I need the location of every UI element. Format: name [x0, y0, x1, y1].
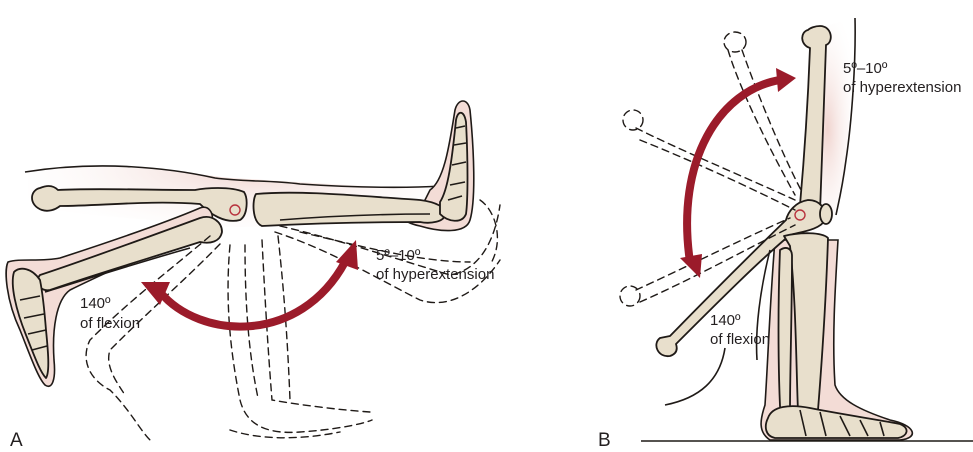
panel-b-knee-axis [794, 209, 806, 221]
panel-b-fibula [777, 247, 793, 413]
panel-a-extended-foot-bones [439, 111, 469, 222]
panel-b-foot-bone-detail [799, 409, 885, 437]
panel-a-thigh-skin-line [24, 165, 441, 189]
panel-b: 5º–10º of hyperextension 140º of flexion… [598, 17, 973, 451]
panel-a-flexed-fibula [44, 247, 191, 293]
panel-b-arrowhead-flexion [680, 254, 702, 278]
panel-a-flexed-tibia [36, 216, 223, 292]
panel-a-flexion-degrees: 140º [80, 295, 111, 312]
panel-b-hyperextension-text: of hyperextension [843, 79, 961, 96]
panel-a: 5º–10º of hyperextension 140º of flexion… [5, 100, 501, 451]
panel-a-foot-bone-detail [447, 125, 467, 201]
panel-a-ghost-positions [85, 199, 501, 441]
panel-b-femur-flexed [655, 199, 827, 357]
panel-a-hyperextension-degrees: 5º–10º [376, 247, 421, 264]
panel-a-arrowhead-extension [336, 240, 358, 270]
panel-a-femur [31, 185, 248, 222]
panel-b-calf-line [755, 249, 771, 361]
panel-a-fibula [279, 213, 431, 221]
panel-a-label: A [10, 430, 23, 451]
panel-a-knee-axis [229, 204, 241, 216]
panel-b-ghost-positions [619, 31, 803, 307]
panel-b-thigh-underside-line [664, 347, 726, 406]
panel-b-patella [819, 203, 833, 225]
panel-b-arrowhead-extension [776, 68, 796, 92]
panel-b-hyperextension-degrees: 5º–10º [843, 60, 888, 77]
panel-a-hyperextension-text: of hyperextension [376, 266, 494, 283]
panel-b-flexion-degrees: 140º [710, 312, 741, 329]
panel-b-flexion-text: of flexion [710, 331, 770, 348]
panel-a-flexed-foot-detail [19, 295, 48, 351]
panel-b-range-arrow [683, 76, 781, 263]
panel-a-flexion-text: of flexion [80, 315, 140, 332]
panel-b-label: B [598, 430, 611, 451]
panel-a-arrowhead-flexion [141, 282, 170, 305]
panel-b-thigh-skin-line [835, 17, 856, 216]
panel-a-range-arrow [156, 260, 349, 331]
